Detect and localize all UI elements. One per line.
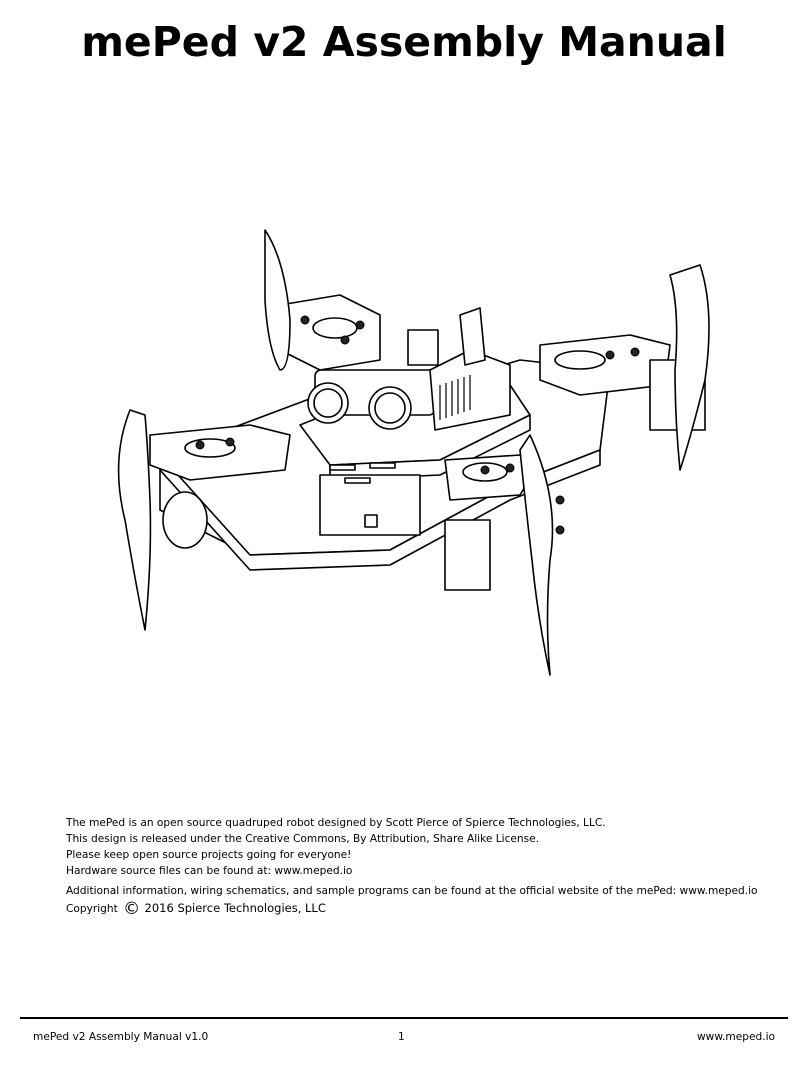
page-title: mePed v2 Assembly Manual xyxy=(81,18,727,66)
intro-line: This design is released under the Creati… xyxy=(66,833,540,845)
copyright-symbol: © xyxy=(123,899,141,919)
footer-website: www.meped.io xyxy=(697,1031,775,1043)
copyright-line: Copyright © 2016 Spierce Technologies, L… xyxy=(66,899,326,919)
intro-line: Hardware source files can be found at: w… xyxy=(66,865,353,877)
robot-illustration xyxy=(117,229,710,676)
copyright-label: Copyright xyxy=(66,903,118,915)
intro-line: The mePed is an open source quadruped ro… xyxy=(66,817,606,829)
footer-page-number: 1 xyxy=(398,1031,405,1043)
intro-line: Please keep open source projects going f… xyxy=(66,849,352,861)
footer-doc-name: mePed v2 Assembly Manual v1.0 xyxy=(33,1031,209,1043)
copyright-holder: 2016 Spierce Technologies, LLC xyxy=(144,901,326,915)
additional-info: Additional information, wiring schematic… xyxy=(66,885,758,897)
intro-paragraph: The mePed is an open source quadruped ro… xyxy=(66,815,766,879)
footer-divider xyxy=(20,1017,788,1019)
